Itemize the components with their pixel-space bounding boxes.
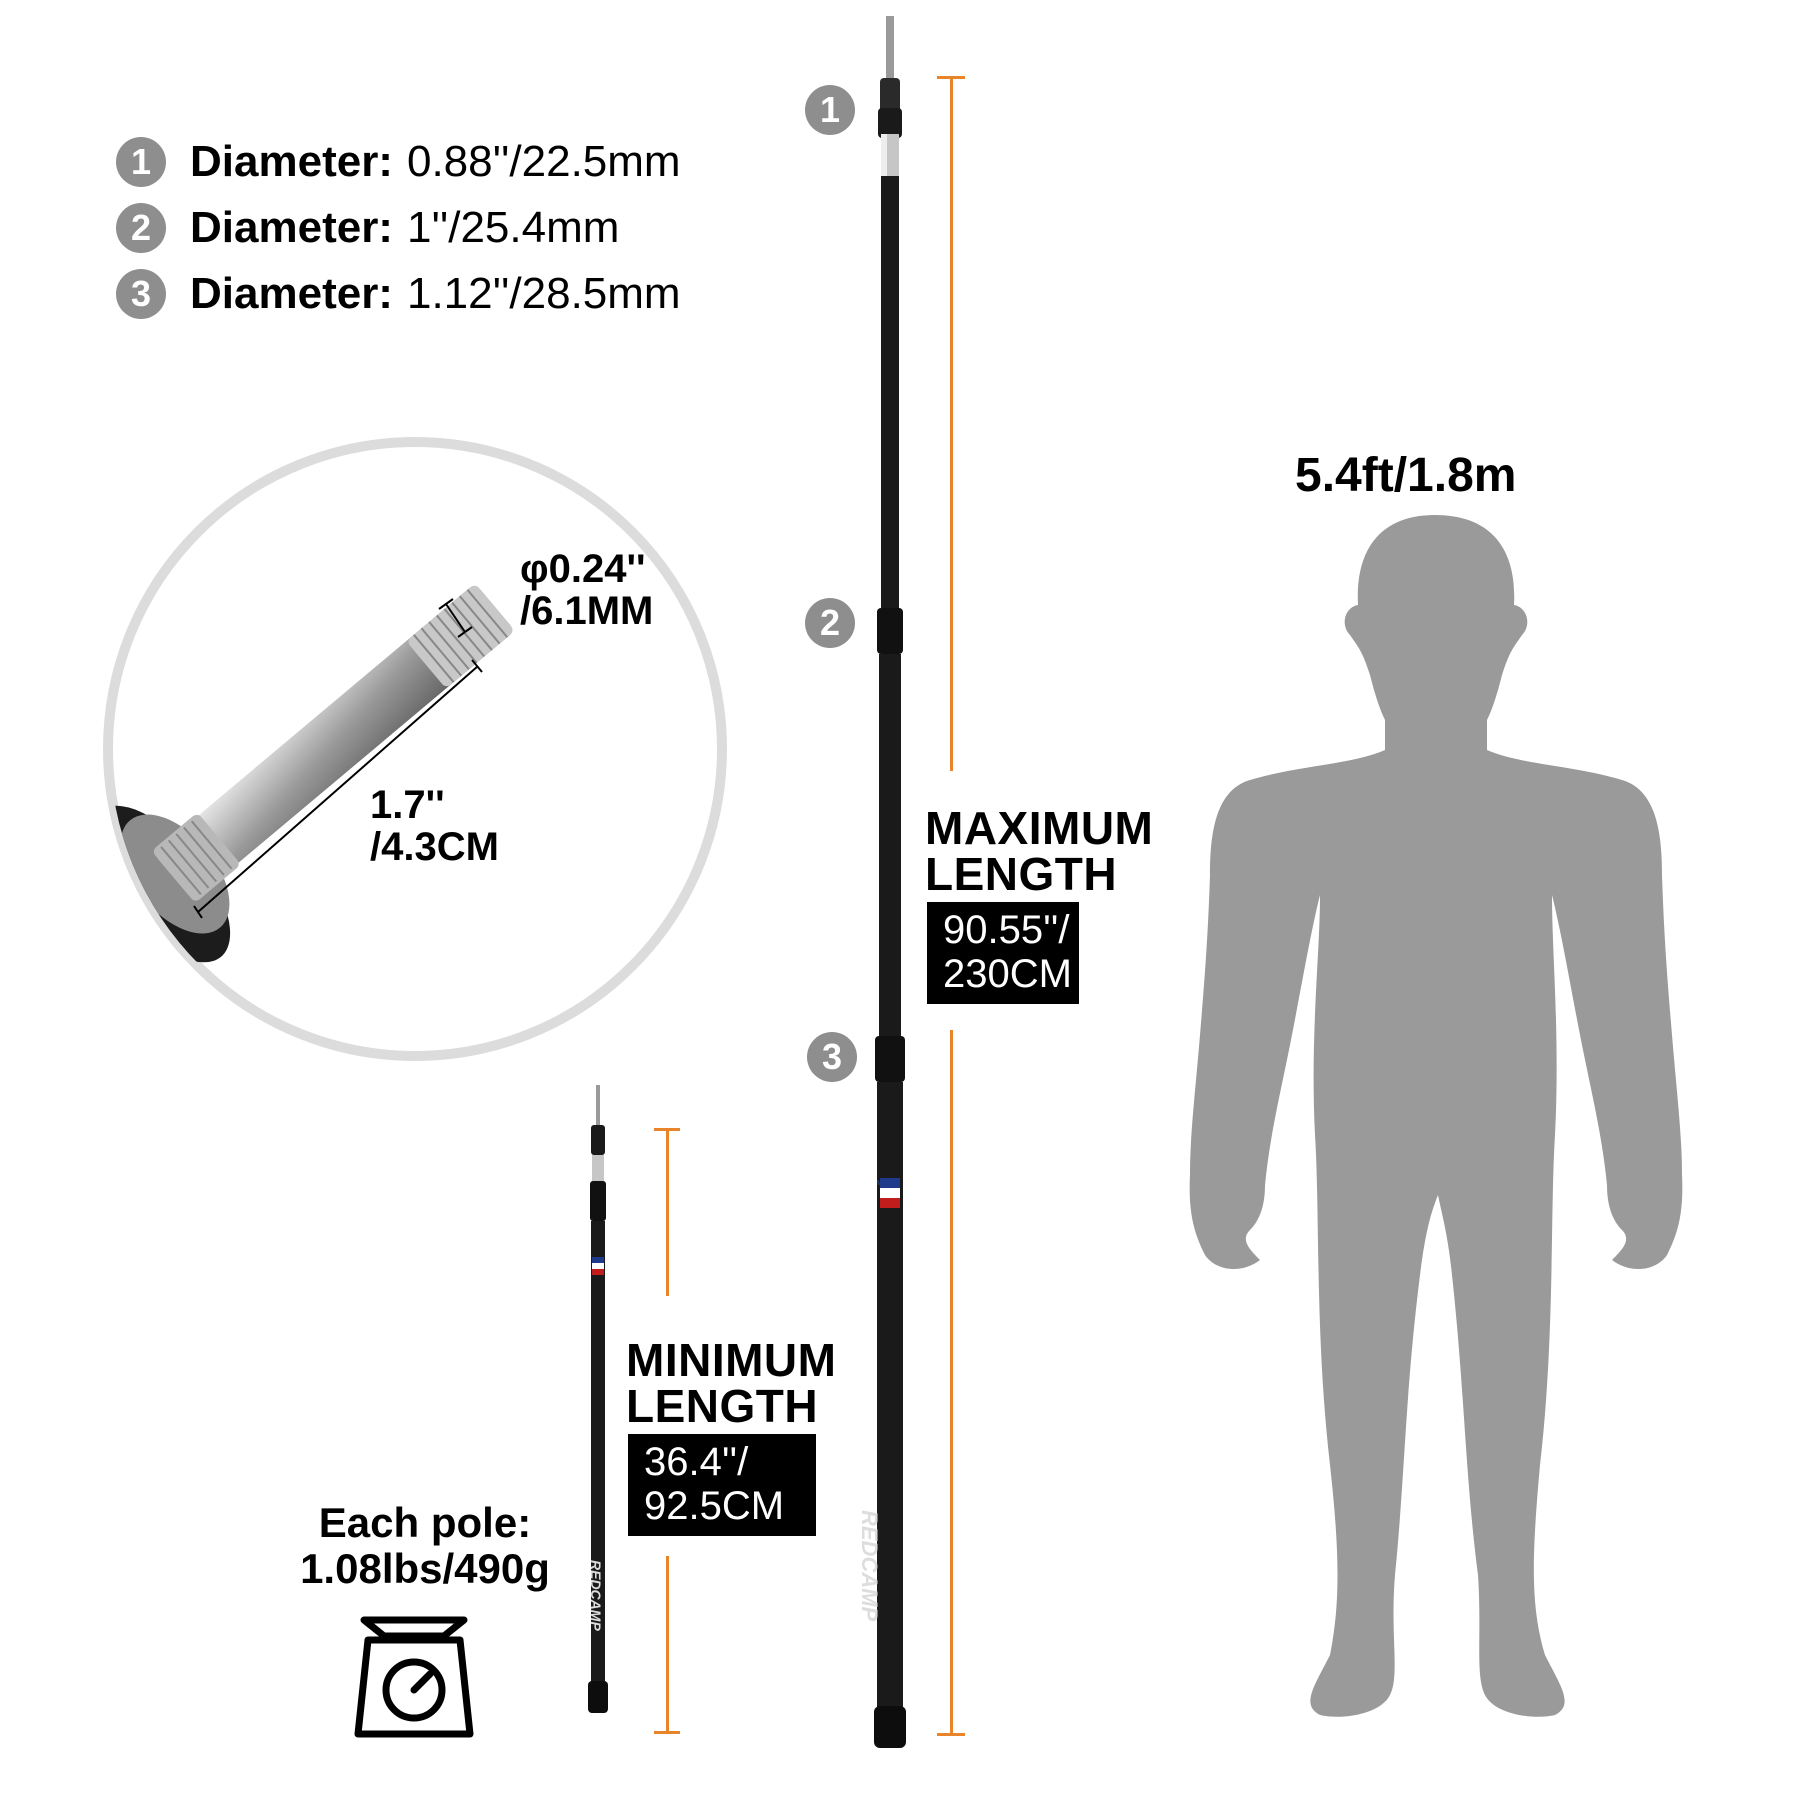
tip-diameter-line2: /6.1MM	[520, 589, 654, 633]
tip-length-line1: 1.7''	[370, 783, 445, 827]
max-length-label-line1: MAXIMUM	[925, 802, 1154, 854]
max-length-label: MAXIMUM LENGTH	[925, 805, 1153, 897]
tip-diameter-line1: φ0.24''	[520, 547, 646, 591]
number-badge-2: 2	[116, 203, 166, 253]
brand-logo-large: REDCAMP	[857, 1510, 882, 1622]
min-dimension-line-upper	[666, 1128, 669, 1296]
max-dimension-bottom-tick	[937, 1733, 965, 1736]
weight-text: Each pole: 1.08lbs/490g	[280, 1500, 570, 1592]
pole-marker-1: 1	[805, 85, 855, 135]
weight-line2: 1.08lbs/490g	[300, 1545, 550, 1592]
spec-label: Diameter:	[190, 203, 393, 252]
spec-value: 1.12''/28.5mm	[406, 269, 681, 318]
min-length-value-line1: 36.4''/	[644, 1440, 749, 1484]
min-length-value: 36.4''/ 92.5CM	[628, 1434, 816, 1536]
min-length-value-line2: 92.5CM	[644, 1484, 785, 1528]
extended-pole	[855, 16, 925, 1758]
person-silhouette	[1180, 515, 1690, 1725]
weight-line1: Each pole:	[318, 1499, 532, 1546]
tip-detail-circle	[100, 434, 730, 1064]
spec-value: 1''/25.4mm	[406, 203, 620, 252]
number-badge-1: 1	[116, 137, 166, 187]
lock-label-large: MOVE	[872, 1180, 902, 1200]
max-dimension-line-lower	[950, 1030, 953, 1735]
spec-row-1: 1 Diameter: 0.88''/22.5mm	[116, 134, 681, 190]
spec-label: Diameter:	[190, 269, 393, 318]
min-dimension-bottom-tick	[654, 1731, 680, 1734]
spec-row-3: 3 Diameter: 1.12''/28.5mm	[116, 266, 681, 322]
pole-marker-2: 2	[805, 598, 855, 648]
max-length-value-line2: 230CM	[943, 952, 1072, 996]
max-length-value: 90.55''/ 230CM	[927, 902, 1079, 1004]
min-length-label: MINIMUM LENGTH	[626, 1337, 836, 1429]
spec-label: Diameter:	[190, 137, 393, 186]
max-length-value-line1: 90.55''/	[943, 908, 1070, 952]
person-height-label: 5.4ft/1.8m	[1295, 449, 1517, 502]
spec-value: 0.88''/22.5mm	[406, 137, 681, 186]
pole-marker-3: 3	[807, 1032, 857, 1082]
spec-row-2: 2 Diameter: 1''/25.4mm	[116, 200, 619, 256]
max-dimension-line-upper	[950, 76, 953, 771]
min-length-label-line2: LENGTH	[626, 1380, 819, 1432]
tip-length-line2: /4.3CM	[370, 825, 499, 869]
tip-length-label: 1.7'' /4.3CM	[370, 784, 499, 868]
brand-logo-small: REDCAMP	[588, 1560, 604, 1631]
scale-icon	[354, 1610, 474, 1738]
min-dimension-line-lower	[666, 1556, 669, 1734]
max-length-label-line2: LENGTH	[925, 848, 1118, 900]
number-badge-3: 3	[116, 269, 166, 319]
collapsed-pole	[580, 1085, 616, 1741]
tip-diameter-label: φ0.24'' /6.1MM	[520, 548, 653, 632]
lock-label-top: MOVE	[876, 1180, 898, 1187]
min-length-label-line1: MINIMUM	[626, 1334, 837, 1386]
tip-closeup-illustration	[103, 437, 727, 1061]
